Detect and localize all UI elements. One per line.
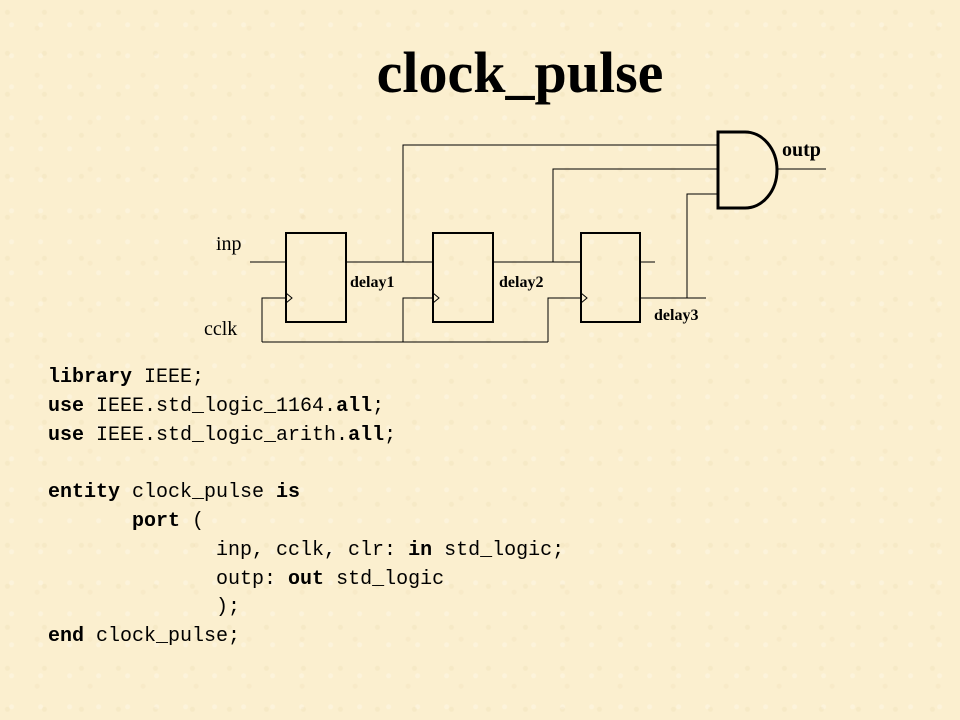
flip-flop-3	[580, 232, 641, 323]
and-gate	[716, 130, 779, 210]
clock-marker-2	[432, 292, 440, 304]
and-input-3	[686, 193, 718, 298]
code-line-use-1164: use IEEE.std_logic_1164.all;	[48, 394, 385, 418]
code-line-library: library IEEE;	[48, 366, 205, 389]
label-delay1: delay1	[350, 274, 394, 291]
flip-flop-1	[285, 232, 347, 323]
code-line-use-arith: use IEEE.std_logic_arith.all;	[48, 423, 397, 447]
flip-flop-2	[432, 232, 494, 323]
code-line-inputs: inp, cclk, clr: in std_logic;	[216, 538, 565, 562]
code-line-entity: entity clock_pulse is	[48, 481, 301, 505]
and-input-2	[552, 168, 718, 262]
label-outp: outp	[782, 139, 821, 161]
clock-to-ff3	[547, 297, 581, 342]
label-delay2: delay2	[499, 274, 543, 291]
clock-marker-3	[580, 292, 588, 304]
clock-to-ff2	[402, 297, 433, 342]
code-line-port: port (	[132, 509, 205, 533]
label-inp: inp	[216, 233, 242, 255]
code-line-close: );	[216, 596, 241, 620]
code-line-end: end clock_pulse;	[48, 625, 241, 649]
clock-to-ff1	[261, 297, 286, 342]
vhdl-code-block: library IEEE; use IEEE.std_logic_1164.all…	[48, 364, 564, 652]
slide-title: clock_pulse	[376, 40, 664, 105]
label-cclk: cclk	[204, 318, 237, 340]
clock-marker-1	[285, 292, 293, 304]
label-delay3: delay3	[654, 307, 698, 324]
code-line-output: outp: out std_logic	[216, 567, 445, 591]
and-input-1	[402, 144, 718, 262]
code-line-blank	[48, 450, 564, 479]
